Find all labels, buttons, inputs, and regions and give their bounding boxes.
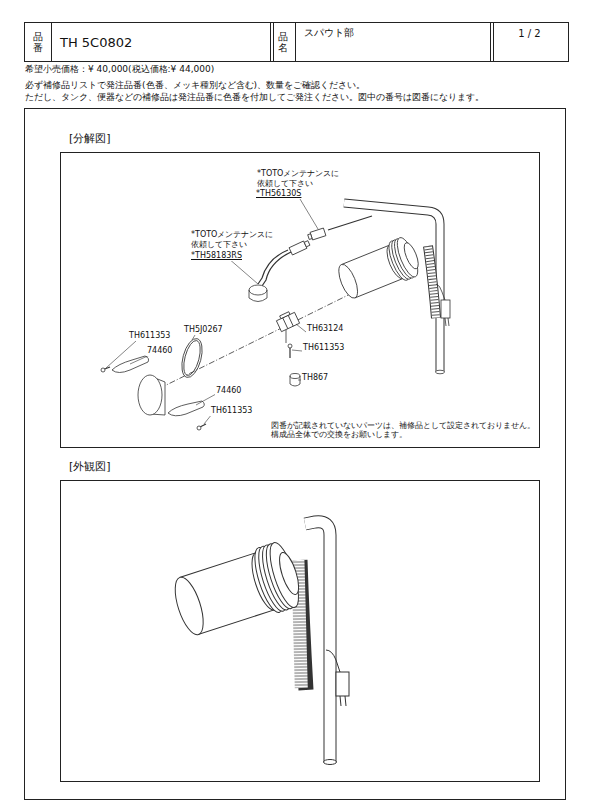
part-number: TH611353 <box>302 343 345 353</box>
panel-heading: [外観図] <box>69 459 111 474</box>
part-number: TH63124 <box>306 324 344 334</box>
external-view <box>168 522 349 765</box>
part-number: 74460 <box>215 386 242 396</box>
part-number: TH611353 <box>210 406 253 416</box>
outer-frame <box>25 109 566 800</box>
service-note: *TOTOメンテナンスに 依頼して下さい <box>256 169 350 189</box>
cell-text: 1 / 2 <box>491 23 568 39</box>
part-number: TH5J0267 <box>183 325 224 335</box>
part-number-cell: TH 5C0802 <box>51 22 274 62</box>
panel-heading: [分解図] <box>69 131 111 146</box>
header-label-cell: 品名 <box>270 22 296 62</box>
part-number: *TH58183RS <box>190 251 243 261</box>
page-number-cell: 1 / 2 <box>490 22 569 62</box>
price-text: 希望小売価格：¥ 40,000(税込価格:¥ 44,000) <box>24 64 215 75</box>
cell-text: TH 5C0802 <box>52 23 273 50</box>
part-number: TH867 <box>301 373 329 383</box>
part-number: 74460 <box>146 346 173 356</box>
note-text: ただし、タンク、便器などの補修品は発注品番に色番を付加してご発注ください。図中の… <box>24 92 485 103</box>
part-name-cell: スパウト部 <box>295 22 494 62</box>
leader-lines <box>106 199 318 424</box>
exploded-view <box>101 203 450 430</box>
note-text: 必ず補修品リストで発注品番(色番、メッキ種別など含む)、数量をご確認ください。 <box>24 80 366 91</box>
cell-text: 品番 <box>33 31 43 53</box>
part-number: TH611353 <box>128 331 171 341</box>
external-view-panel: [外観図] <box>60 480 540 782</box>
cell-text: スパウト部 <box>296 23 493 40</box>
service-note: *TOTOメンテナンスに 依頼して下さい <box>190 230 284 250</box>
part-number: *TH56130S <box>255 189 302 199</box>
header-label-cell: 品番 <box>24 22 52 62</box>
remark-text: 図番が記載されていないパーツは、補修品として設定されておりません。 構成品全体で… <box>270 421 538 440</box>
cell-text: 品名 <box>278 31 288 53</box>
